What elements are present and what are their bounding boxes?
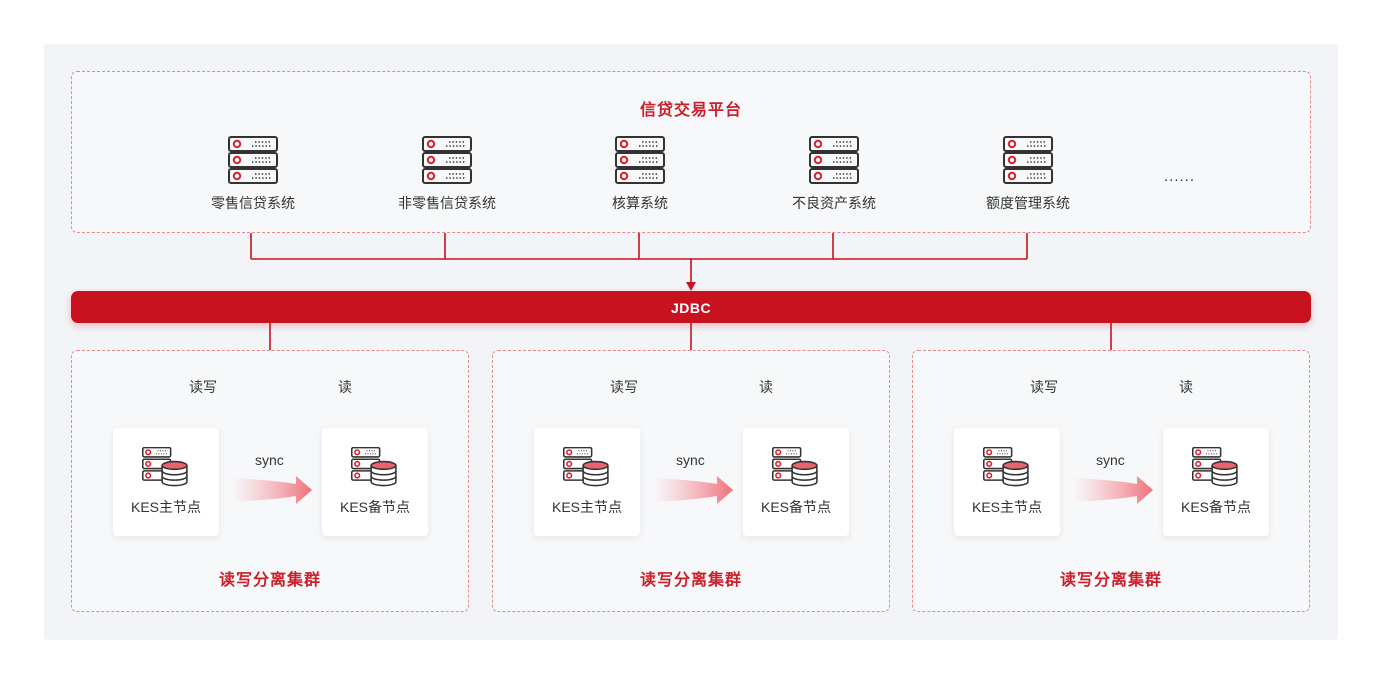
jdbc-label: JDBC [670, 300, 712, 316]
credit-trading-platform: 信贷交易平台 零售信贷系统 非零售信贷系统 核算系统 不良资产系统 额度管理系统… [71, 71, 1311, 233]
system-label: 核算系统 [612, 195, 668, 211]
kes-primary-node: KES主节点 [534, 428, 640, 536]
system-retail-credit: 零售信贷系统 [163, 136, 343, 213]
read-label: 读 [759, 379, 773, 395]
system-non-retail-credit: 非零售信贷系统 [357, 136, 537, 213]
sync-label: sync [1096, 452, 1125, 468]
node-label: KES主节点 [130, 499, 201, 515]
system-accounting: 核算系统 [550, 136, 730, 213]
more-systems-ellipsis: ...... [1164, 168, 1196, 185]
node-label: KES主节点 [551, 499, 622, 515]
sync-arrow-icon [1073, 476, 1153, 504]
node-label: KES主节点 [971, 499, 1042, 515]
database-server-icon [772, 442, 820, 492]
read-label: 读 [1179, 379, 1193, 395]
system-label: 额度管理系统 [986, 195, 1070, 211]
sync-arrow-icon [232, 476, 312, 504]
read-write-label: 读写 [189, 379, 217, 395]
sync-label: sync [255, 452, 284, 468]
database-server-icon [351, 442, 399, 492]
database-server-icon [563, 442, 611, 492]
node-label: KES备节点 [1180, 499, 1251, 515]
cluster-title: 读写分离集群 [218, 572, 321, 589]
read-write-label: 读写 [1030, 379, 1058, 395]
system-label: 不良资产系统 [792, 195, 876, 211]
cluster-title: 读写分离集群 [639, 572, 742, 589]
system-non-performing-assets: 不良资产系统 [744, 136, 924, 213]
sync-label: sync [676, 452, 705, 468]
system-credit-limit-management: 额度管理系统 [938, 136, 1118, 213]
node-label: KES备节点 [760, 499, 831, 515]
kes-primary-node: KES主节点 [113, 428, 219, 536]
read-write-label: 读写 [610, 379, 638, 395]
system-label: 非零售信贷系统 [398, 195, 496, 211]
system-label: 零售信贷系统 [211, 195, 295, 211]
sync-arrow-icon [653, 476, 733, 504]
database-server-icon [142, 442, 190, 492]
kes-standby-node: KES备节点 [1163, 428, 1269, 536]
kes-standby-node: KES备节点 [743, 428, 849, 536]
database-server-icon [1192, 442, 1240, 492]
kes-primary-node: KES主节点 [954, 428, 1060, 536]
read-label: 读 [338, 379, 352, 395]
database-server-icon [983, 442, 1031, 492]
jdbc-bus: JDBC [71, 291, 1311, 323]
node-label: KES备节点 [339, 499, 410, 515]
kes-standby-node: KES备节点 [322, 428, 428, 536]
platform-title: 信贷交易平台 [639, 102, 742, 119]
cluster-title: 读写分离集群 [1059, 572, 1162, 589]
